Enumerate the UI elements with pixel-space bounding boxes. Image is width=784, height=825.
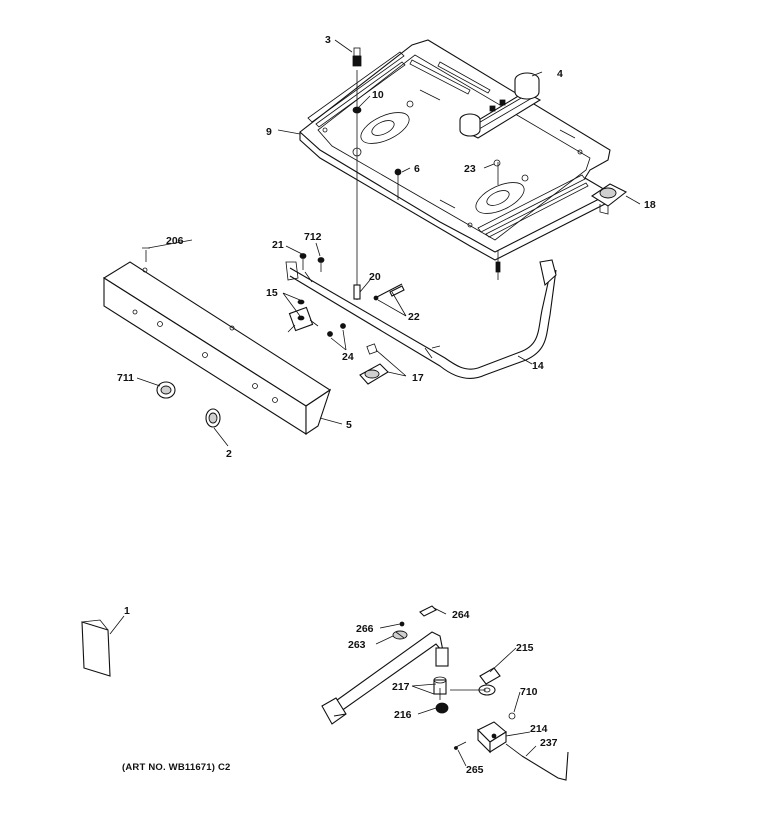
bracket-215 [478,667,501,696]
knob-711 [156,381,176,399]
callout-23: 23 [464,163,476,175]
screw-3 [352,47,362,67]
leader-lines [136,39,641,447]
orifice-hood-264 [392,605,437,640]
callout-10: 10 [372,89,384,101]
screw-710 [508,712,516,720]
leader-lines-bottom [375,607,537,767]
callout-215: 215 [516,642,534,654]
callout-216: 216 [394,709,412,721]
burner-orifice-bracket [590,183,628,215]
art-number-caption: (ART NO. WB11671) C2 [122,762,231,773]
callout-3: 3 [325,34,331,46]
callout-22: 22 [408,311,420,323]
screw-24b [327,331,333,337]
callout-237: 237 [540,737,558,749]
callout-264: 264 [452,609,470,621]
callout-712: 712 [304,231,322,243]
safety-valve-214 [477,721,507,754]
gas-valve [287,299,319,333]
callout-266: 266 [356,623,374,635]
callout-18: 18 [644,199,656,211]
callout-6: 6 [414,163,420,175]
callout-2: 2 [226,448,232,460]
owner-manual [81,615,125,677]
callout-711: 711 [117,372,134,384]
callout-4: 4 [557,68,563,80]
screw-6 [394,168,402,176]
screw-23 [493,159,501,167]
control-panel [102,261,332,436]
nut-216 [435,702,449,714]
manifold-pipe [285,259,557,379]
screw-24a [340,323,346,329]
oven-burner-tube [321,631,449,725]
valve-17 [359,343,389,385]
callout-265: 265 [466,764,484,776]
callout-9: 9 [266,126,272,138]
callout-24: 24 [342,351,354,363]
burner-igniter-assembly [459,72,542,139]
callout-14: 14 [532,360,544,372]
callout-263: 263 [348,639,366,651]
capillary-237 [521,751,569,781]
knob-2 [205,408,221,428]
orifice-22 [373,283,405,301]
screw-206 [142,247,150,262]
callout-17: 17 [412,372,424,384]
burner-box-pan [299,39,611,261]
callout-20: 20 [369,271,381,283]
callout-21: 21 [272,239,284,251]
screw-712 [317,257,325,263]
callout-15: 15 [266,287,278,299]
callout-217: 217 [392,681,410,693]
nut-10 [352,106,362,114]
callout-1: 1 [124,605,130,617]
callout-710: 710 [520,686,538,698]
callout-206: 206 [166,235,184,247]
screw-21 [299,253,307,259]
callout-214: 214 [530,723,548,735]
callout-5: 5 [346,419,352,431]
orifice-20 [353,284,361,300]
